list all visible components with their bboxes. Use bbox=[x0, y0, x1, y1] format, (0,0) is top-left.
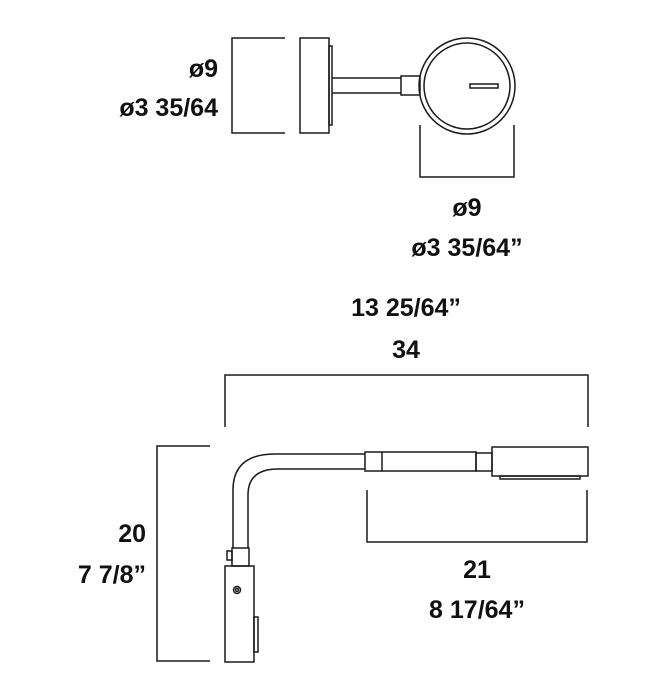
lamp-head-side bbox=[491, 446, 589, 480]
dimension-overall-width bbox=[224, 374, 589, 427]
lamp-head-round bbox=[418, 37, 516, 135]
head-diameter-in: ø3 35/64” bbox=[411, 234, 523, 262]
front-diameter-in: ø3 35/64 bbox=[119, 94, 218, 122]
dimension-head-diameter bbox=[419, 125, 515, 178]
wall-base-front bbox=[231, 37, 333, 134]
arm-in: 8 17/64” bbox=[429, 596, 525, 624]
width-in: 13 25/64” bbox=[351, 294, 461, 322]
arm-sleeve bbox=[364, 451, 493, 472]
arm-cm: 21 bbox=[463, 556, 491, 584]
width-cm: 34 bbox=[392, 336, 420, 364]
dimension-height bbox=[156, 445, 210, 662]
height-cm: 20 bbox=[118, 520, 146, 548]
wall-base-side bbox=[224, 547, 259, 663]
flexible-arm bbox=[232, 453, 365, 548]
dimension-arm-length bbox=[366, 490, 588, 543]
head-diameter-cm: ø9 bbox=[452, 194, 482, 222]
rod-top bbox=[332, 75, 421, 96]
front-diameter-cm: ø9 bbox=[188, 55, 218, 83]
height-in: 7 7/8” bbox=[77, 561, 146, 589]
